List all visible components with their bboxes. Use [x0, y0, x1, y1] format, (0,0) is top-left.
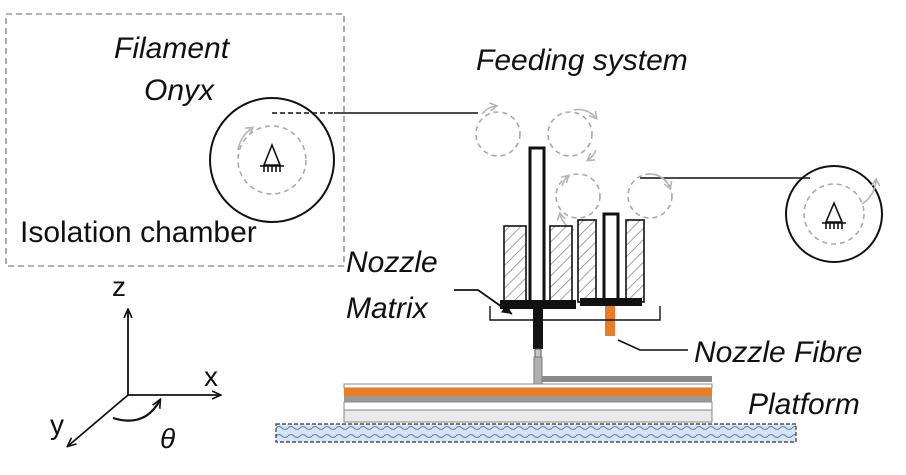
- roller-arrows: [481, 106, 670, 231]
- feeding-rollers: [475, 111, 673, 219]
- spool-hub-icon-right: [822, 200, 846, 229]
- platform: [275, 423, 797, 443]
- label-matrix: Matrix: [346, 292, 429, 325]
- nozzle-fibre-assembly: [577, 212, 645, 336]
- axis-label-z: z: [112, 271, 126, 302]
- nozzle-bracket: [489, 306, 661, 321]
- spool-hub-icon: [260, 142, 284, 172]
- label-filament: Filament: [114, 32, 231, 65]
- axis-label-theta: θ: [160, 423, 175, 454]
- label-isolation-chamber: Isolation chamber: [20, 216, 257, 249]
- fibre-leader-line: [617, 339, 688, 351]
- coordinate-axes: [68, 310, 220, 446]
- right-spool: [785, 165, 883, 263]
- label-nozzle-fibre: Nozzle Fibre: [694, 336, 862, 369]
- label-onyx: Onyx: [144, 74, 215, 107]
- matrix-leader-line: [454, 289, 513, 315]
- axis-label-y: y: [50, 409, 64, 440]
- left-spool: [209, 97, 335, 223]
- deposited-layers: [343, 356, 713, 423]
- label-feeding-system: Feeding system: [476, 44, 688, 77]
- label-nozzle: Nozzle: [346, 246, 438, 279]
- nozzle-matrix-assembly: [500, 146, 576, 358]
- axis-label-x: x: [204, 361, 218, 392]
- isolation-chamber-box: [5, 13, 345, 267]
- label-platform: Platform: [748, 388, 860, 421]
